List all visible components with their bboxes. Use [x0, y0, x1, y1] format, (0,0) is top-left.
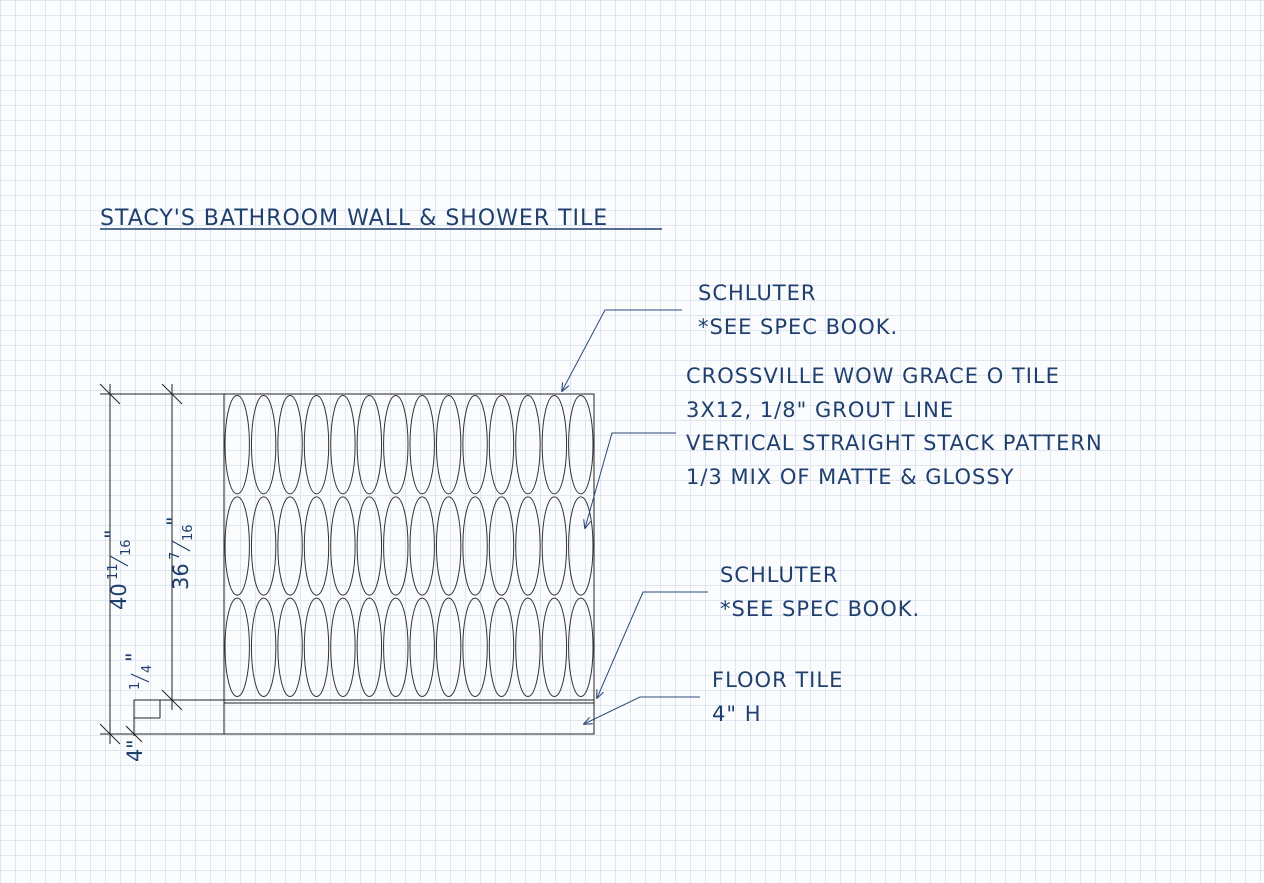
fraction-slash [109, 555, 129, 567]
oval-tile [568, 597, 594, 698]
dimension-overall: 40 11 16 " [99, 383, 224, 745]
oval-tile [383, 597, 409, 698]
callout-wall-tile-line4: 1/3 MIX OF MATTE & GLOSSY [686, 465, 1015, 489]
oval-tile [330, 496, 356, 596]
oval-tile [356, 597, 383, 698]
leader-line [585, 432, 676, 528]
oval-tile [515, 597, 541, 698]
drawing-title: STACY'S BATHROOM WALL & SHOWER TILE [100, 206, 608, 231]
oval-tile [541, 395, 568, 495]
oval-tile [488, 395, 515, 495]
oval-tile [277, 597, 303, 698]
oval-tile [541, 597, 568, 698]
oval-tile [541, 496, 568, 596]
oval-tile [515, 395, 541, 495]
dimension-small: 1 4 " 4 " [122, 652, 224, 762]
dim-tile-inch: " [163, 516, 187, 526]
callout-wall-tile: CROSSVILLE WOW GRACE O TILE 3X12, 1/8" G… [585, 364, 1103, 528]
dimension-label-tile-field: 36 7 16 " [163, 516, 196, 590]
tile-field [224, 395, 594, 698]
callout-wall-tile-line2: 3X12, 1/8" GROUT LINE [686, 398, 954, 422]
oval-tile [462, 395, 488, 495]
oval-tile [277, 496, 303, 596]
dim-tile-denominator: 16 [181, 524, 196, 541]
dimension-tile-field: 36 7 16 " [161, 383, 196, 711]
oval-tile [568, 395, 594, 495]
oval-tile [330, 597, 356, 698]
oval-tile [383, 395, 409, 495]
oval-tile [277, 395, 303, 495]
dim-tile-whole: 36 [169, 563, 193, 590]
dim-floor-whole: 4 [123, 749, 147, 762]
dim-overall-numerator: 11 [106, 563, 121, 580]
dim-floor-inch: " [123, 739, 147, 749]
leader-line [584, 696, 700, 724]
dim-gap-denominator: 4 [140, 665, 155, 673]
oval-tile [409, 597, 435, 698]
dim-gap-numerator: 1 [128, 682, 143, 690]
callout-schluter-bottom: SCHLUTER *SEE SPEC BOOK. [597, 563, 920, 698]
oval-tile [330, 395, 356, 495]
dim-gap-inch: " [122, 652, 146, 662]
fraction-slash [171, 540, 191, 552]
callout-floor-tile: FLOOR TILE 4" H [584, 668, 843, 726]
callout-schluter-bottom-line2: *SEE SPEC BOOK. [720, 597, 920, 621]
oval-tile [224, 496, 250, 596]
tick-mark [161, 383, 183, 405]
callout-schluter-top-line2: *SEE SPEC BOOK. [698, 315, 898, 339]
dimension-label-floor: 4 " [123, 739, 147, 762]
oval-tile [303, 496, 330, 596]
tick-mark [99, 383, 121, 405]
oval-tile [409, 395, 435, 495]
oval-tile [250, 395, 277, 495]
oval-tile [250, 597, 277, 698]
oval-tile [435, 496, 462, 596]
callout-schluter-bottom-line1: SCHLUTER [720, 563, 839, 587]
oval-tile [462, 597, 488, 698]
dimension-label-overall: 40 11 16 " [101, 529, 134, 610]
dim-overall-whole: 40 [107, 583, 131, 610]
oval-tile [356, 395, 383, 495]
dim-overall-inch: " [101, 529, 125, 539]
wall-elevation-outline [223, 393, 595, 735]
oval-tile [303, 395, 330, 495]
oval-tile [515, 496, 541, 596]
dim-overall-denominator: 16 [119, 539, 134, 556]
callout-schluter-top: SCHLUTER *SEE SPEC BOOK. [562, 281, 898, 391]
oval-tile [250, 496, 277, 596]
callout-floor-tile-line2: 4" H [712, 702, 762, 726]
oval-tile [409, 496, 435, 596]
dim-tile-numerator: 7 [168, 552, 183, 560]
oval-tile [356, 496, 383, 596]
callout-wall-tile-line3: VERTICAL STRAIGHT STACK PATTERN [686, 431, 1103, 455]
leader-line [562, 309, 682, 391]
oval-tile [435, 395, 462, 495]
oval-tile [303, 597, 330, 698]
oval-tile [383, 496, 409, 596]
oval-tile [462, 496, 488, 596]
tick-mark [125, 725, 143, 743]
oval-tile [435, 597, 462, 698]
leader-line [597, 591, 708, 698]
fraction-slash [130, 673, 150, 683]
callout-floor-tile-line1: FLOOR TILE [712, 668, 843, 692]
tick-mark [99, 723, 121, 745]
dimension-label-schluter: 1 4 " [122, 652, 155, 690]
callout-wall-tile-line1: CROSSVILLE WOW GRACE O TILE [686, 364, 1060, 388]
oval-tile [488, 496, 515, 596]
oval-tile [568, 496, 594, 596]
callout-schluter-top-line1: SCHLUTER [698, 281, 817, 305]
oval-tile [224, 597, 250, 698]
oval-tile [488, 597, 515, 698]
oval-tile [224, 395, 250, 495]
